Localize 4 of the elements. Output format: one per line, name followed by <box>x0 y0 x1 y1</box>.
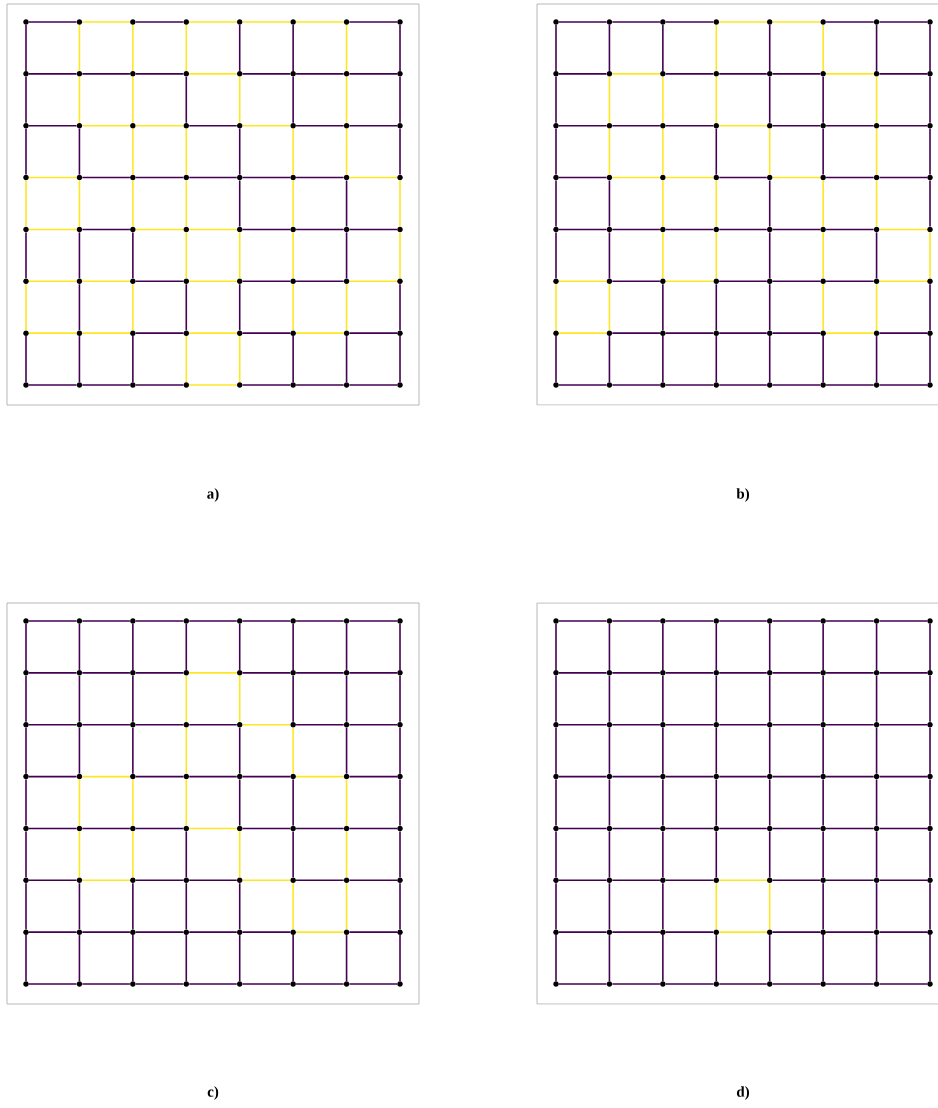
panel-label: a) <box>207 488 219 502</box>
panel-label: d) <box>736 1086 749 1100</box>
panel-label: b) <box>736 488 749 502</box>
panel-label: c) <box>207 1086 219 1100</box>
